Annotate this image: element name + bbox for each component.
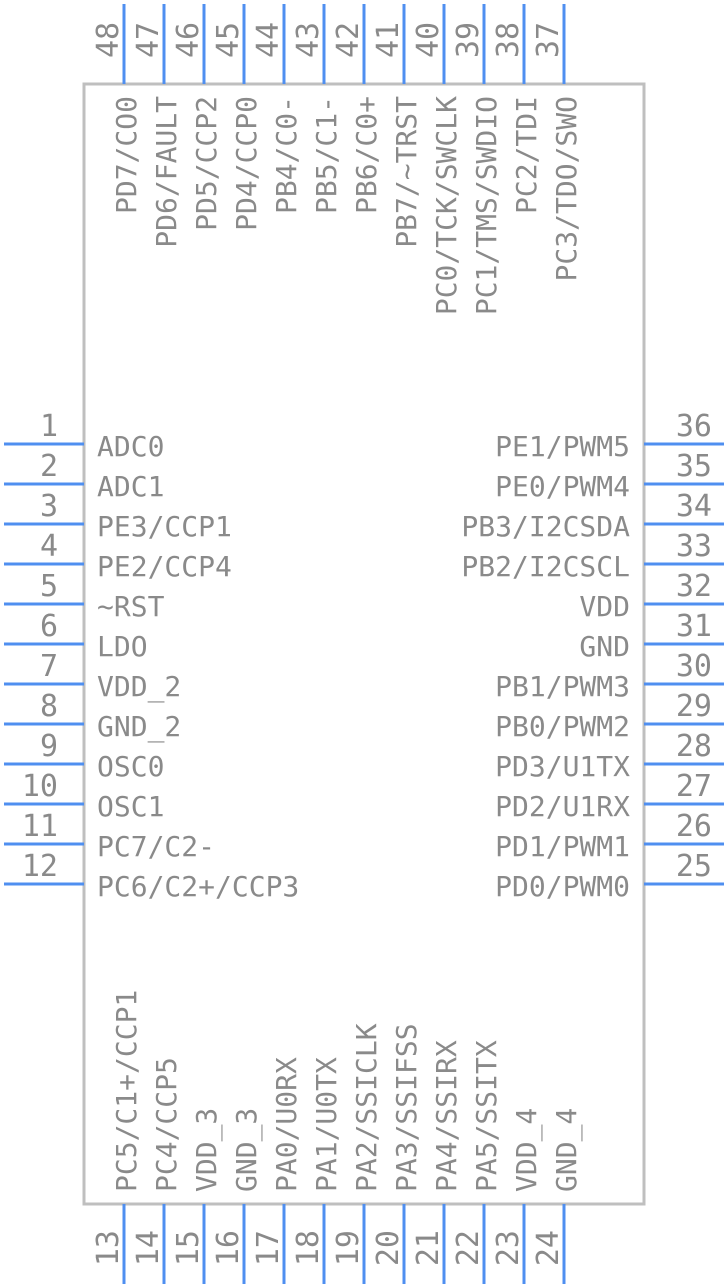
pin-number-33: 33 [676,529,712,564]
pin-number-48: 48 [91,22,126,58]
pin-label-29: PB0/PWM2 [495,710,630,743]
pin-label-35: PE0/PWM4 [495,470,630,503]
pin-label-40: PC0/TCK/SWCLK [430,96,463,315]
pin-number-18: 18 [291,1230,326,1266]
pin-label-11: PC7/C2- [97,830,215,863]
pin-number-39: 39 [451,22,486,58]
pin-number-37: 37 [531,22,566,58]
pin-number-4: 4 [40,529,58,564]
pins-layer: 1ADC02ADC13PE3/CCP14PE2/CCP45~RST6LDO7VD… [4,4,724,1284]
pin-number-16: 16 [211,1230,246,1266]
pin-number-21: 21 [411,1230,446,1266]
pin-label-45: PD4/CCP0 [230,96,263,231]
pin-number-47: 47 [131,22,166,58]
pin-label-31: GND [579,630,630,663]
pin-number-7: 7 [40,649,58,684]
pin-number-43: 43 [291,22,326,58]
pin-label-16: GND_3 [230,1108,264,1192]
pin-label-33: PB2/I2CSCL [461,550,630,583]
pin-number-23: 23 [491,1230,526,1266]
pin-label-14: PC4/CCP5 [150,1057,183,1192]
pin-number-34: 34 [676,489,712,524]
pin-label-10: OSC1 [97,790,164,823]
pin-label-8: GND_2 [97,710,181,744]
pin-label-12: PC6/C2+/CCP3 [97,870,299,903]
pin-label-1: ADC0 [97,430,164,463]
pin-number-26: 26 [676,809,712,844]
pin-label-4: PE2/CCP4 [97,550,232,583]
pin-number-17: 17 [251,1230,286,1266]
pin-label-7: VDD_2 [97,670,181,704]
pin-label-2: ADC1 [97,470,164,503]
pin-number-6: 6 [40,609,58,644]
pin-label-9: OSC0 [97,750,164,783]
pin-number-22: 22 [451,1230,486,1266]
pin-label-43: PB5/C1- [310,96,343,214]
pin-number-2: 2 [40,449,58,484]
pin-number-35: 35 [676,449,712,484]
pin-number-45: 45 [211,22,246,58]
pin-label-34: PB3/I2CSDA [461,510,630,543]
pin-label-26: PD1/PWM1 [495,830,630,863]
pin-number-40: 40 [411,22,446,58]
pin-label-38: PC2/TDI [510,96,543,214]
pin-label-47: PD6/FAULT [150,96,183,248]
pin-label-3: PE3/CCP1 [97,510,232,543]
pin-label-22: PA5/SSITX [470,1040,503,1192]
pin-label-19: PA2/SSICLK [350,1023,383,1192]
pin-label-25: PD0/PWM0 [495,870,630,903]
pin-number-11: 11 [22,809,58,844]
pin-number-32: 32 [676,569,712,604]
pin-number-13: 13 [91,1230,126,1266]
pin-label-20: PA3/SSIFSS [390,1023,423,1192]
pin-number-31: 31 [676,609,712,644]
pin-number-3: 3 [40,489,58,524]
pin-number-15: 15 [171,1230,206,1266]
pin-label-6: LDO [97,630,148,663]
pin-number-44: 44 [251,22,286,58]
pin-number-27: 27 [676,769,712,804]
pin-label-37: PC3/TDO/SWO [550,96,583,281]
pin-label-30: PB1/PWM3 [495,670,630,703]
pin-label-36: PE1/PWM5 [495,430,630,463]
pin-label-42: PB6/C0+ [350,96,383,214]
pin-number-20: 20 [371,1230,406,1266]
pin-number-41: 41 [371,22,406,58]
pin-label-39: PC1/TMS/SWDIO [470,96,503,315]
pin-number-14: 14 [131,1230,166,1266]
pin-number-5: 5 [40,569,58,604]
pin-number-46: 46 [171,22,206,58]
pin-number-10: 10 [22,769,58,804]
pin-number-12: 12 [22,849,58,884]
pin-number-38: 38 [491,22,526,58]
pin-label-5: ~RST [97,590,165,623]
pin-number-1: 1 [40,409,58,444]
pin-label-18: PA1/U0TX [310,1057,343,1192]
pin-label-17: PA0/U0RX [270,1057,303,1192]
pin-label-23: VDD_4 [510,1108,544,1192]
pin-label-24: GND_4 [550,1108,584,1192]
pin-number-19: 19 [331,1230,366,1266]
pin-label-15: VDD_3 [190,1108,224,1192]
pin-label-46: PD5/CCP2 [190,96,223,231]
pin-number-30: 30 [676,649,712,684]
pin-label-48: PD7/CO0 [110,96,143,214]
pin-number-24: 24 [531,1230,566,1266]
pin-number-28: 28 [676,729,712,764]
pin-number-29: 29 [676,689,712,724]
pin-label-41: PB7/~TRST [390,96,423,248]
pin-number-25: 25 [676,849,712,884]
pin-label-28: PD3/U1TX [495,750,630,783]
pin-label-21: PA4/SSIRX [430,1040,463,1192]
pin-number-9: 9 [40,729,58,764]
pin-number-36: 36 [676,409,712,444]
pin-label-44: PB4/C0- [270,96,303,214]
pin-number-8: 8 [40,689,58,724]
pin-label-32: VDD [579,590,630,623]
pin-label-27: PD2/U1RX [495,790,630,823]
pin-number-42: 42 [331,22,366,58]
pin-label-13: PC5/C1+/CCP1 [110,990,143,1192]
